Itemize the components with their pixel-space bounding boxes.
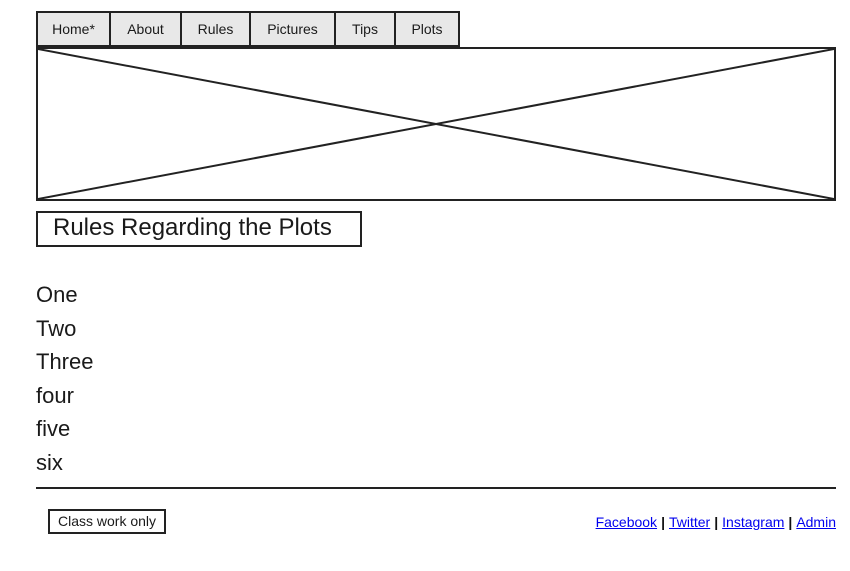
nav-item-about[interactable]: About (111, 13, 182, 45)
facebook-link[interactable]: Facebook (595, 514, 658, 530)
nav-item-tips[interactable]: Tips (336, 13, 396, 45)
list-item: Two (36, 315, 77, 341)
list-item: six (36, 449, 63, 475)
nav-item-pictures[interactable]: Pictures (251, 13, 336, 45)
list-item: One (36, 282, 78, 307)
link-separator: | (714, 514, 719, 530)
nav-item-home[interactable]: Home* (38, 13, 111, 45)
class-work-badge: Class work only (48, 509, 167, 534)
admin-link[interactable]: Admin (796, 514, 836, 530)
social-links: Facebook|Twitter|Instagram|Admin (596, 513, 836, 531)
rules-list: One Two Three four five six (36, 278, 93, 480)
top-nav: Home* About Rules Pictures Tips Plots (36, 11, 460, 47)
list-item: Three (36, 349, 94, 375)
nav-item-rules[interactable]: Rules (182, 13, 251, 45)
page-title: Rules Regarding the Plots (36, 211, 362, 247)
footer-divider (36, 487, 836, 489)
instagram-link[interactable]: Instagram (722, 514, 785, 530)
link-separator: | (788, 514, 793, 530)
list-item: four (36, 382, 74, 408)
list-item: five (36, 416, 71, 442)
placeholder-cross-icon (38, 49, 834, 199)
link-separator: | (661, 514, 665, 530)
nav-item-plots[interactable]: Plots (396, 13, 458, 45)
twitter-link[interactable]: Twitter (668, 514, 711, 530)
banner-image-placeholder (36, 47, 836, 201)
